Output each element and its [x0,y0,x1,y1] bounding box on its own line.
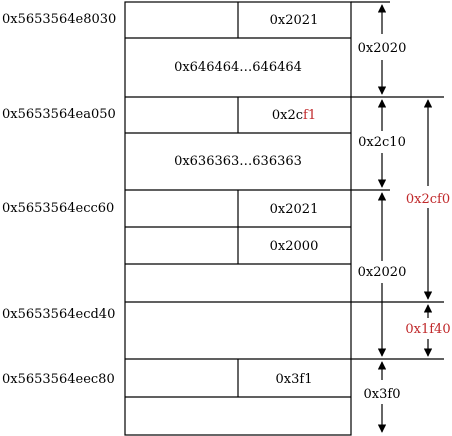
address-label-2: 0x5653564ea050 [2,107,116,122]
span-label-1: 0x2020 [358,41,407,56]
chunk1-size-field: 0x2021 [270,13,319,28]
chunk2-fill-data: 0x636363…636363 [174,154,302,169]
address-label-5: 0x5653564eec80 [2,372,115,387]
span-label-3: 0x2020 [358,265,407,280]
chunk5-size-field: 0x3f1 [276,372,313,387]
address-label-3: 0x5653564ecc60 [2,201,114,216]
chunk1-fill-data: 0x646464…646464 [174,60,302,75]
address-label-4: 0x5653564ecd40 [2,307,115,322]
address-label-1: 0x5653564e8030 [2,12,116,27]
span-label-5: 0x3f0 [364,387,401,402]
span-label-2: 0x2c10 [358,135,406,150]
span-label-big: 0x2cf0 [406,192,450,207]
chunk2-size-field: 0x2cf1 [272,108,316,123]
chunk3-size-field: 0x2021 [270,202,319,217]
chunk3-prev-size-field: 0x2000 [270,239,319,254]
span-label-small: 0x1f40 [405,322,450,337]
